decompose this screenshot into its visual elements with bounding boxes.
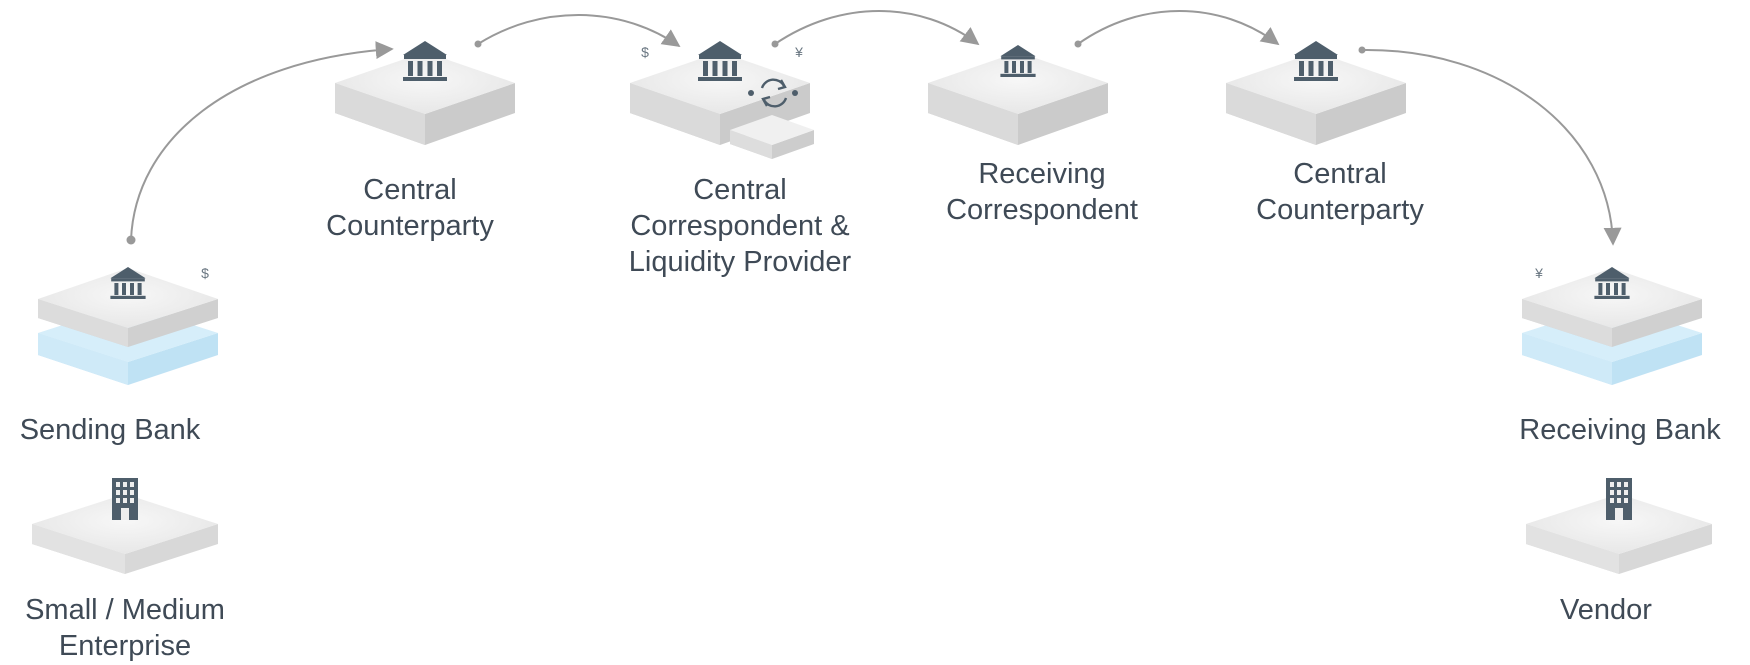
currency-dollar: $	[641, 44, 649, 60]
label-central-counterparty-2: Central Counterparty	[1256, 158, 1424, 226]
receiving-bank-node: ¥	[1522, 265, 1702, 385]
arrow-cc2-to-receiving	[1361, 48, 1622, 246]
label-central-correspondent: Central Correspondent & Liquidity Provid…	[628, 174, 852, 278]
currency-yen: ¥	[1534, 265, 1543, 281]
sending-bank-node: $	[38, 265, 218, 385]
sme-node	[32, 478, 218, 574]
central-counterparty-2-node	[1226, 41, 1406, 145]
vendor-node	[1526, 478, 1712, 574]
label-central-counterparty-1: Central Counterparty	[326, 174, 494, 242]
label-receiving-bank: Receiving Bank	[1519, 414, 1721, 446]
exchange-icon	[760, 78, 788, 108]
arrow-ccorr-to-rc	[774, 10, 980, 46]
receiving-correspondent-node	[928, 45, 1108, 145]
currency-dollar: $	[201, 265, 209, 281]
arrow-cc1-to-ccorr	[477, 14, 681, 48]
office-building-icon	[112, 478, 138, 520]
central-correspondent-node: $ ¥	[630, 41, 814, 159]
currency-yen: ¥	[794, 44, 803, 60]
arrow-sending-to-cc1	[130, 41, 394, 241]
label-receiving-correspondent: Receiving Correspondent	[946, 158, 1138, 226]
label-sending-bank: Sending Bank	[19, 414, 201, 446]
label-vendor: Vendor	[1560, 594, 1652, 626]
flow-arrows	[130, 10, 1622, 246]
office-building-icon	[1606, 478, 1632, 520]
arrow-rc-to-cc2	[1077, 10, 1280, 46]
central-counterparty-1-node	[335, 41, 515, 145]
arrow-start-dots	[126, 40, 1366, 245]
label-sme: Small / Medium Enterprise	[25, 594, 225, 662]
